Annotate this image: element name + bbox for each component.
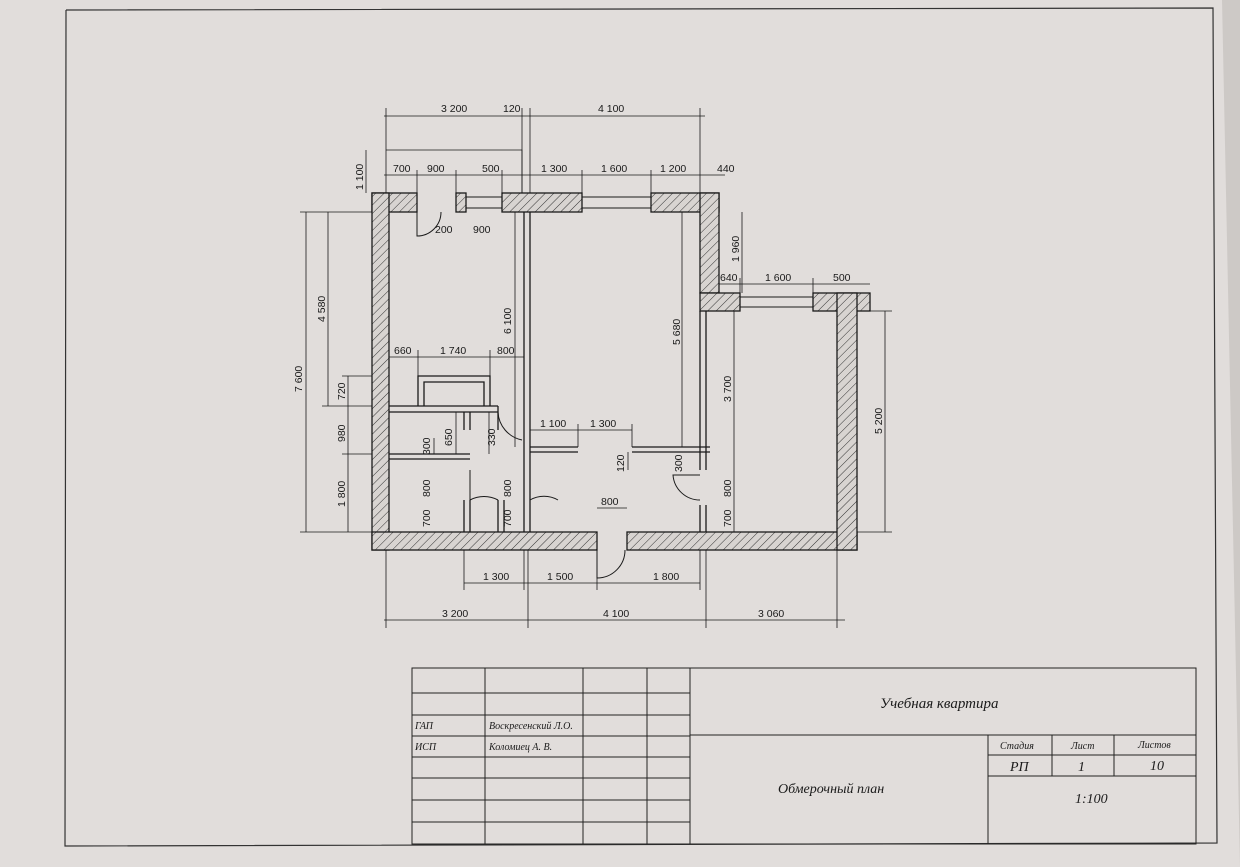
wall-bottom-right	[626, 531, 858, 551]
dim-bath-10: 800	[502, 479, 514, 497]
dim-top-inner-3: 500	[482, 163, 500, 175]
stage-value: РП	[1009, 760, 1030, 775]
sheet-value: 1	[1078, 760, 1085, 775]
dim-left-inner-1: 4 580	[316, 296, 328, 322]
dim-entry-1: 200	[435, 224, 453, 236]
dim-bottom-outer-1: 3 200	[442, 608, 468, 620]
dim-corridor-2: 1 300	[590, 418, 616, 430]
wall-top-3	[501, 192, 583, 213]
sheet-name: Обмерочный план	[778, 782, 884, 797]
dim-top-left-vertical: 1 100	[354, 164, 366, 190]
name-gap: Воскресенский Л.О.	[489, 721, 573, 732]
dim-corridor-1: 1 100	[540, 418, 566, 430]
dim-top-inner-6: 1 200	[660, 163, 686, 175]
dim-room3-door-1: 300	[673, 454, 685, 472]
dim-top-outer-3: 4 100	[598, 103, 624, 115]
dim-room3-door-3: 700	[722, 509, 734, 527]
dim-corridor-4: 800	[601, 496, 619, 508]
dim-bath-1: 660	[394, 345, 412, 357]
dim-bath-9: 700	[502, 509, 514, 527]
dim-left-outer: 7 600	[293, 366, 305, 392]
dim-entry-2: 900	[473, 224, 491, 236]
dim-top-inner-1: 700	[393, 163, 411, 175]
wall-top-2	[455, 192, 467, 213]
wall-left	[371, 192, 390, 551]
title-block-text: ГАП Воскресенский Л.О. ИСП Коломиец А. В…	[414, 696, 1171, 807]
dimension-labels: 3 200 120 4 100 700 900 500 1 300 1 600 …	[293, 103, 885, 620]
dim-corridor-3: 120	[615, 454, 627, 472]
dim-left-inner-4: 1 800	[336, 481, 348, 507]
dim-room-vertical-2: 5 680	[671, 319, 683, 345]
wall-step	[699, 292, 741, 312]
dim-bath-2: 1 740	[440, 345, 466, 357]
dim-room3-door-2: 800	[722, 479, 734, 497]
dim-bottom-inner-1: 1 300	[483, 571, 509, 583]
dim-right-upper-3: 1 600	[765, 272, 791, 284]
dim-bath-4: 300	[421, 437, 433, 455]
dim-room-vertical-3: 3 700	[722, 376, 734, 402]
dim-bath-7: 800	[421, 479, 433, 497]
dim-bath-8: 700	[421, 509, 433, 527]
drawing-frame	[64, 7, 1218, 847]
sheets-label: Листов	[1137, 740, 1171, 751]
windows	[466, 196, 813, 308]
sheets-value: 10	[1150, 759, 1164, 774]
dim-room-vertical-4: 5 200	[873, 408, 885, 434]
dim-bottom-outer-3: 3 060	[758, 608, 784, 620]
scale-value: 1:100	[1075, 792, 1108, 807]
dim-top-inner-7: 440	[717, 163, 735, 175]
dim-right-upper-1: 1 960	[730, 236, 742, 262]
dim-bath-5: 650	[443, 428, 455, 446]
role-gap: ГАП	[414, 721, 434, 732]
dim-top-inner-4: 1 300	[541, 163, 567, 175]
wall-bottom-left	[371, 531, 598, 551]
stage-label: Стадия	[1000, 741, 1034, 752]
dim-top-outer-2: 120	[503, 103, 521, 115]
dimension-lines	[300, 108, 892, 628]
wall-right-upper	[699, 192, 720, 294]
project-title: Учебная квартира	[880, 696, 998, 712]
dim-bottom-inner-2: 1 500	[547, 571, 573, 583]
dim-left-inner-3: 980	[336, 424, 348, 442]
partitions	[389, 212, 710, 532]
dim-left-inner-2: 720	[336, 382, 348, 400]
name-isp: Коломиец А. В.	[488, 742, 552, 753]
role-isp: ИСП	[414, 742, 437, 753]
dim-bottom-outer-2: 4 100	[603, 608, 629, 620]
dim-room-vertical-1: 6 100	[502, 308, 514, 334]
dim-right-upper-2: 640	[720, 272, 738, 284]
wall-room3-right	[836, 292, 858, 551]
dim-bottom-inner-3: 1 800	[653, 571, 679, 583]
dim-bath-3: 800	[497, 345, 515, 357]
dim-top-inner-2: 900	[427, 163, 445, 175]
dim-top-inner-5: 1 600	[601, 163, 627, 175]
title-block	[411, 667, 1197, 845]
dim-top-outer-1: 3 200	[441, 103, 467, 115]
dim-bath-6: 330	[486, 428, 498, 446]
doors	[416, 211, 701, 579]
dim-right-upper-4: 500	[833, 272, 851, 284]
walls	[371, 192, 871, 551]
sheet-label: Лист	[1070, 741, 1094, 752]
